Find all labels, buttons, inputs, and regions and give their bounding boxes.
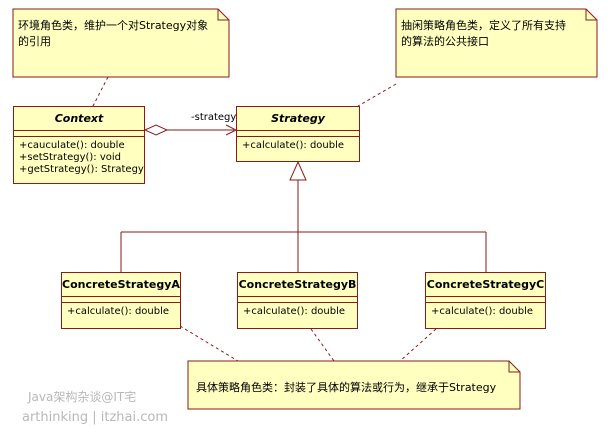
concrete-note-shape xyxy=(187,360,521,410)
inheritance-arrowhead xyxy=(289,160,307,181)
context-operation: +getStrategy(): Strategy xyxy=(19,164,144,175)
concrete-strategy-a-operation: +calculate(): double xyxy=(67,306,170,317)
context-note-shape xyxy=(12,8,230,78)
concrete-strategy-c-operation: +calculate(): double xyxy=(431,306,534,317)
context-note: 环境角色类，维护一个对Strategy对象 的引用 xyxy=(13,9,230,78)
concrete-strategy-c-operations: +calculate(): double xyxy=(426,303,545,318)
strategy-class[interactable]: Strategy +calculate(): double xyxy=(236,106,360,162)
strategy-operation: +calculate(): double xyxy=(242,140,345,151)
concrete-strategy-c-name: ConcreteStrategyC xyxy=(426,273,545,297)
strategy-note-line-2: 的算法的公共接口 xyxy=(401,35,489,48)
concrete-strategy-c-class[interactable]: ConcreteStrategyC +calculate(): double xyxy=(425,272,546,329)
watermark-site: arthinking | itzhai.com xyxy=(22,410,169,425)
concrete-note-anchor-a xyxy=(179,325,239,362)
context-operation: +cauculate(): double xyxy=(19,140,125,151)
concrete-strategy-b-class[interactable]: ConcreteStrategyB +calculate(): double xyxy=(237,272,358,329)
generalization-connector xyxy=(120,160,487,272)
context-note-line-2: 的引用 xyxy=(18,35,51,48)
strategy-note-anchor xyxy=(357,83,397,107)
strategy-note: 抽闲策略角色类，定义了所有支持 的算法的公共接口 xyxy=(396,9,598,78)
concrete-strategy-b-operations: +calculate(): double xyxy=(238,303,357,318)
concrete-note-line-1: 具体策略角色类：封装了具体的算法或行为，继承于Strategy xyxy=(196,381,497,394)
watermark-wechat: Java架构杂谈@IT宅 xyxy=(28,390,137,404)
strategy-note-shape xyxy=(395,8,598,78)
context-class[interactable]: Context +cauculate(): double +setStrateg… xyxy=(13,106,145,184)
aggregation-diamond xyxy=(143,124,169,136)
concrete-note-anchor-c xyxy=(399,328,437,362)
context-operations: +cauculate(): double +setStrategy(): voi… xyxy=(14,137,144,176)
context-attributes xyxy=(14,131,144,137)
aggregation-connector xyxy=(143,124,238,136)
strategy-attributes xyxy=(237,131,359,137)
strategy-note-line-1: 抽闲策略角色类，定义了所有支持 xyxy=(401,19,566,32)
context-operation: +setStrategy(): void xyxy=(19,152,122,163)
concrete-strategy-b-operation: +calculate(): double xyxy=(243,306,346,317)
context-note-anchor xyxy=(92,76,109,107)
concrete-strategy-a-operations: +calculate(): double xyxy=(62,303,180,318)
context-note-line-1: 环境角色类，维护一个对Strategy对象 xyxy=(18,19,209,32)
concrete-strategy-b-attributes xyxy=(238,297,357,303)
association-role-label: -strategy xyxy=(191,112,237,123)
concrete-strategy-b-name: ConcreteStrategyB xyxy=(238,273,357,297)
concrete-strategy-c-attributes xyxy=(426,297,545,303)
concrete-note-anchor-b xyxy=(310,328,335,362)
strategy-operations: +calculate(): double xyxy=(237,137,359,152)
concrete-note: 具体策略角色类：封装了具体的算法或行为，继承于Strategy xyxy=(188,361,521,410)
strategy-class-name: Strategy xyxy=(237,107,359,131)
concrete-strategy-a-class[interactable]: ConcreteStrategyA +calculate(): double xyxy=(61,272,181,329)
context-class-name: Context xyxy=(14,107,144,131)
concrete-strategy-a-attributes xyxy=(62,297,180,303)
concrete-strategy-a-name: ConcreteStrategyA xyxy=(62,273,180,297)
